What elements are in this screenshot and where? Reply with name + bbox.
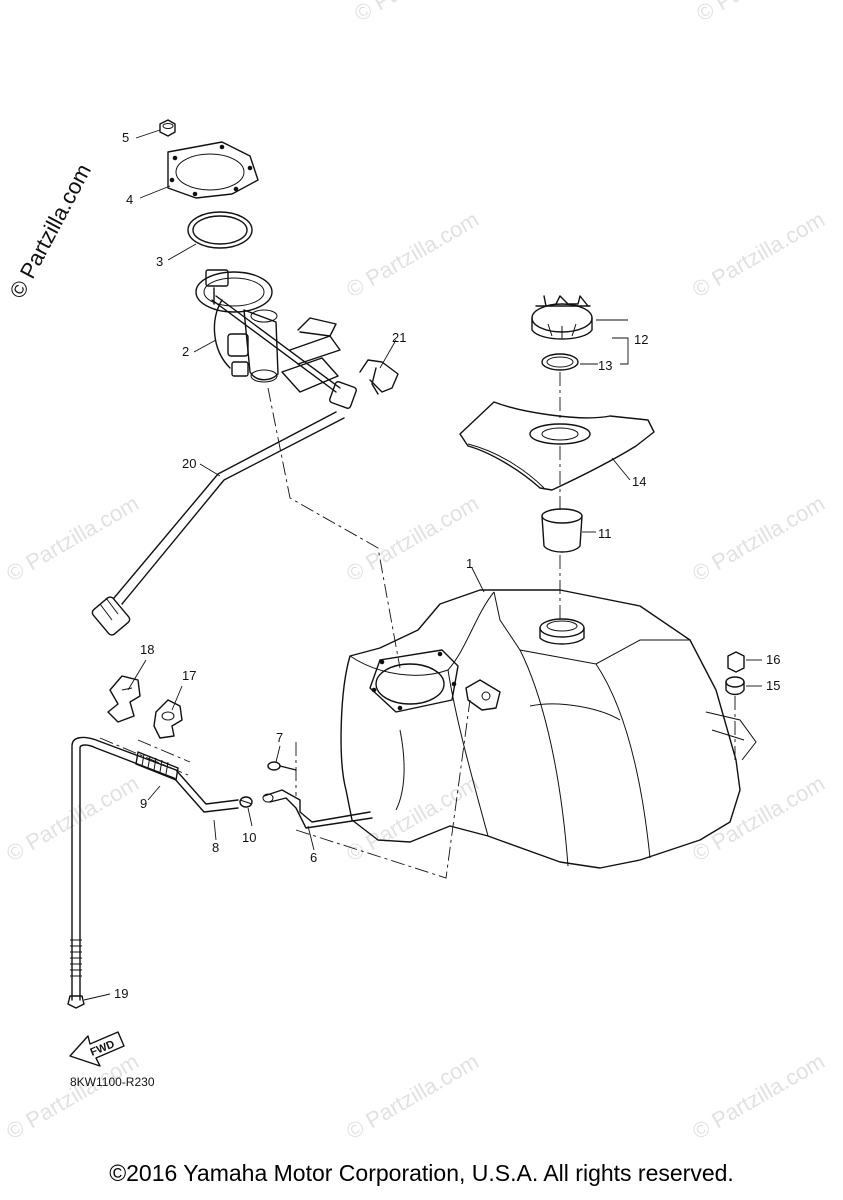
callout-labels: 5 4 3 2 21 20 12 13 14 11 1 16 15 18 17 … [114,130,780,1001]
callout-18[interactable]: 18 [140,642,154,657]
callout-5[interactable]: 5 [122,130,129,145]
callout-12[interactable]: 12 [634,332,648,347]
part-21-clip[interactable] [359,359,399,395]
watermark: © Partzilla.com [688,771,829,867]
part-11-filler-neck[interactable] [541,508,583,553]
callout-19[interactable]: 19 [114,986,128,1001]
part-5-nut[interactable] [159,119,176,137]
callout-16[interactable]: 16 [766,652,780,667]
part-14-tank-cover[interactable] [459,401,655,491]
callout-3[interactable]: 3 [156,254,163,269]
part-3-gasket-ring[interactable] [187,211,253,249]
part-4-retaining-plate[interactable] [167,141,259,199]
watermark: © Partzilla.com [692,0,833,26]
part-15-collar[interactable] [725,676,745,696]
part-13-o-ring[interactable] [541,353,579,371]
watermark-vertical: © Partzilla.com [4,160,96,303]
part-20-fuel-hose[interactable] [91,381,357,637]
watermark-layer: © Partzilla.com © Partzilla.com © Partzi… [2,0,833,1144]
watermark: © Partzilla.com [350,0,491,26]
callout-7[interactable]: 7 [276,730,283,745]
callout-11[interactable]: 11 [598,526,612,541]
callout-20[interactable]: 20 [182,456,196,471]
watermark: © Partzilla.com [2,1049,143,1145]
watermark: © Partzilla.com [688,491,829,587]
part-2-fuel-pump[interactable] [195,269,341,393]
part-19-cap[interactable] [67,995,85,1009]
hose-ribbed-section [70,939,82,977]
callout-1[interactable]: 1 [466,556,473,571]
watermark: © Partzilla.com [342,1049,483,1145]
watermark: © Partzilla.com [342,207,483,303]
part-7-bolt[interactable] [267,761,297,771]
callout-6[interactable]: 6 [310,850,317,865]
part-18-clamp[interactable] [107,675,141,723]
watermark: © Partzilla.com [2,491,143,587]
callout-8[interactable]: 8 [212,840,219,855]
callout-4[interactable]: 4 [126,192,133,207]
part-16-damper[interactable] [727,651,745,673]
leader-lines [83,129,762,1001]
part-12-fuel-cap[interactable] [531,295,593,340]
callout-17[interactable]: 17 [182,668,196,683]
part-8-drain-hose[interactable] [71,736,239,1001]
callout-2[interactable]: 2 [182,344,189,359]
callout-13[interactable]: 13 [598,358,612,373]
callout-9[interactable]: 9 [140,796,147,811]
watermark: © Partzilla.com [342,771,483,867]
part-6-valve[interactable] [262,789,373,829]
watermark: © Partzilla.com [342,491,483,587]
callout-21[interactable]: 21 [392,330,406,345]
part-1-fuel-tank[interactable] [340,589,757,869]
part-9-protector[interactable] [135,751,179,781]
part-17-clamp[interactable] [153,699,183,739]
watermark: © Partzilla.com [688,207,829,303]
callout-10[interactable]: 10 [242,830,256,845]
callout-14[interactable]: 14 [632,474,646,489]
callout-15[interactable]: 15 [766,678,780,693]
copyright-footer: ©2016 Yamaha Motor Corporation, U.S.A. A… [109,1160,734,1186]
part-10-hose-clip[interactable] [239,796,253,808]
watermark: © Partzilla.com [688,1049,829,1145]
diagram-code: 8KW1100-R230 [70,1075,155,1089]
